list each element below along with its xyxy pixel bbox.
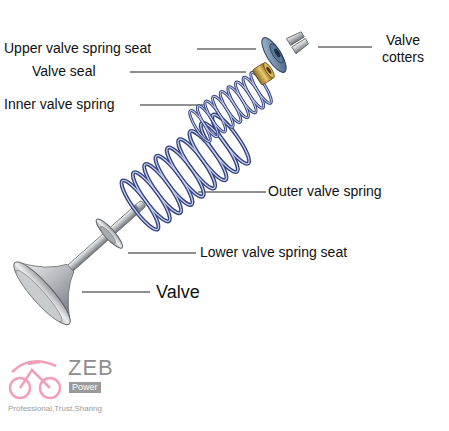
- lower-seat-ring: [98, 225, 117, 245]
- logo-frame: [12, 361, 56, 388]
- spring-highlight: [187, 108, 214, 143]
- spring-highlight: [202, 99, 229, 134]
- spring-coil: [173, 135, 220, 192]
- valve-face: [12, 267, 66, 326]
- spring-coil: [151, 152, 198, 209]
- leader-line: [82, 291, 150, 292]
- leader-line: [197, 48, 256, 49]
- spring-highlight: [117, 177, 164, 234]
- part-label: Valve cotters: [372, 32, 434, 66]
- seal-hole: [266, 66, 273, 74]
- leader-line: [140, 104, 205, 105]
- part-label: Inner valve spring: [4, 96, 115, 113]
- valve-head: [7, 256, 76, 331]
- outer-spring: [117, 111, 254, 234]
- seat-disc: [257, 34, 290, 75]
- part-label: Upper valve spring seat: [4, 40, 151, 57]
- spring-highlight: [128, 168, 175, 225]
- watermark-text: Power: [69, 382, 101, 393]
- part-label: Valve: [156, 282, 200, 303]
- seat-hole: [273, 48, 282, 59]
- spring-highlight: [173, 135, 220, 192]
- watermark-text: Professional,Trust,Sharing: [8, 404, 102, 414]
- cotter-half: [292, 39, 310, 54]
- spring-coil: [117, 177, 164, 234]
- spring-highlight: [139, 160, 186, 217]
- spring-coil: [128, 168, 175, 225]
- watermark-text: ZEB: [68, 356, 114, 380]
- upper-seat: [257, 34, 290, 75]
- spring-highlight: [232, 80, 259, 115]
- leader-line: [318, 46, 372, 47]
- leader-line: [198, 191, 266, 192]
- spring-highlight: [194, 104, 221, 139]
- valve-part: [7, 172, 171, 330]
- leader-lines: [82, 47, 372, 292]
- valve-cotters: [286, 30, 309, 54]
- leader-line: [128, 252, 196, 253]
- part-label: Lower valve spring seat: [200, 244, 347, 261]
- part-label: Valve seal: [32, 63, 96, 80]
- watermark-logo: [10, 361, 60, 398]
- spring-highlight: [225, 85, 252, 120]
- seat-ring: [267, 42, 285, 65]
- spring-coil: [162, 144, 209, 201]
- spring-coil: [185, 127, 232, 184]
- spring-coil: [139, 160, 186, 217]
- spring-highlight: [185, 127, 232, 184]
- lower-seat: [93, 216, 126, 251]
- leader-line: [130, 71, 246, 72]
- spring-highlight: [162, 144, 209, 201]
- spring-highlight: [151, 152, 198, 209]
- spring-highlight: [217, 89, 244, 124]
- part-label: Outer valve spring: [268, 183, 382, 200]
- spring-highlight: [210, 94, 237, 129]
